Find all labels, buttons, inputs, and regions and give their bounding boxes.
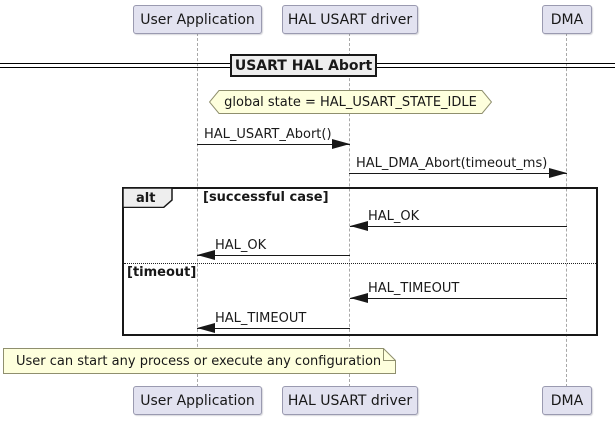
note-fold-icon	[383, 348, 396, 361]
message-line	[197, 144, 350, 145]
participant-label: User Application	[140, 11, 255, 28]
message-line	[349, 173, 567, 174]
arrowhead-right-icon	[332, 139, 350, 149]
participant-hal-usart-driver-bottom: HAL USART driver	[282, 386, 418, 415]
message-label: HAL_DMA_Abort(timeout_ms)	[356, 156, 548, 171]
participant-label: HAL USART driver	[287, 392, 413, 409]
lifeline-dma	[566, 33, 567, 387]
footer-note-text: User can start any process or execute an…	[16, 353, 382, 369]
arrowhead-left-icon	[197, 323, 215, 333]
participant-dma-top: DMA	[542, 5, 592, 34]
guard-timeout: [timeout]	[127, 265, 197, 280]
state-note-text: global state = HAL_USART_STATE_IDLE	[224, 94, 477, 110]
arrowhead-left-icon	[197, 250, 215, 260]
participant-user-application-bottom: User Application	[133, 386, 262, 415]
alt-frame	[122, 187, 598, 336]
lifeline-hal-usart-driver	[349, 33, 350, 387]
arrowhead-left-icon	[350, 293, 368, 303]
participant-user-application-top: User Application	[133, 5, 262, 34]
lifeline-user-application	[197, 33, 198, 387]
alt-branch-separator	[124, 263, 596, 264]
participant-hal-usart-driver-top: HAL USART driver	[282, 5, 418, 34]
diagram-title: USART HAL Abort	[230, 54, 377, 77]
message-label: HAL_TIMEOUT	[215, 311, 307, 326]
alt-keyword: alt	[136, 190, 156, 206]
note-shape	[3, 348, 396, 374]
message-line	[197, 328, 350, 329]
participant-label: DMA	[550, 392, 584, 409]
message-line	[350, 298, 567, 299]
participant-label: User Application	[140, 392, 255, 409]
message-line	[197, 255, 350, 256]
guard-successful-case: [successful case]	[203, 190, 329, 205]
alt-badge-shape	[123, 188, 173, 208]
participant-label: DMA	[550, 11, 584, 28]
footer-note: User can start any process or execute an…	[3, 348, 396, 374]
message-label: HAL_OK	[215, 238, 267, 253]
arrowhead-left-icon	[350, 221, 368, 231]
participant-label: HAL USART driver	[287, 11, 413, 28]
message-label: HAL_USART_Abort()	[204, 127, 332, 142]
message-line	[350, 226, 567, 227]
hexagon-shape	[209, 90, 492, 114]
message-label: HAL_TIMEOUT	[368, 281, 460, 296]
alt-keyword-badge: alt	[123, 188, 173, 208]
message-label: HAL_OK	[368, 209, 420, 224]
participant-dma-bottom: DMA	[542, 386, 592, 415]
arrowhead-right-icon	[549, 168, 567, 178]
state-note: global state = HAL_USART_STATE_IDLE	[209, 90, 492, 114]
